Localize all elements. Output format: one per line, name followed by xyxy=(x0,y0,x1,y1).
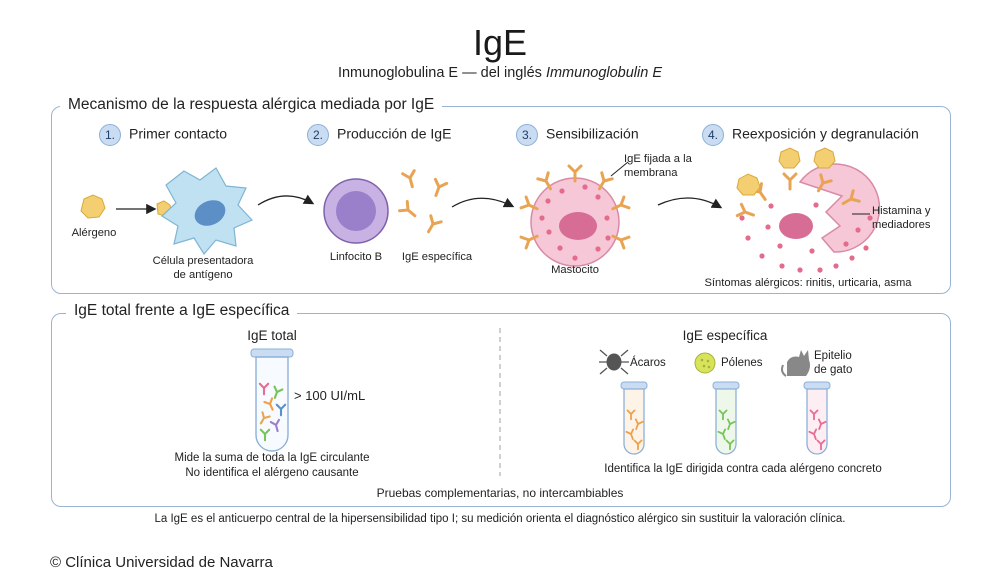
copyright: © Clínica Universidad de Navarra xyxy=(50,554,273,571)
cat-tube-icon xyxy=(803,381,831,455)
total-ige-heading: IgE total xyxy=(247,328,297,343)
membrane-ige-label: IgE fijada a la membrana xyxy=(624,153,692,179)
total-ige-desc-1: Mide la suma de toda la IgE circulante xyxy=(174,452,370,464)
specific-ige-label: IgE específica xyxy=(401,251,473,263)
specific-ige-cluster-icon xyxy=(398,169,449,237)
page-title: IgE xyxy=(472,22,528,63)
specific-ige-desc: Identifica la IgE dirigida contra cada a… xyxy=(604,463,882,475)
histamine-label: Histamina y mediadores xyxy=(872,205,931,231)
b-lymphocyte-nucleus-icon xyxy=(336,191,376,231)
mast-cell-granules xyxy=(539,184,611,261)
cat-icon xyxy=(781,350,810,377)
mite-icon xyxy=(599,349,629,375)
step-2: 2. Producción de IgE xyxy=(307,124,451,146)
degranulating-mast-cell-icon xyxy=(798,163,881,253)
allergen-icon xyxy=(80,194,106,219)
mast-cell-nucleus-icon xyxy=(559,212,597,240)
page-subtitle: Inmunoglobulina E — del inglés Immunoglo… xyxy=(0,65,1000,81)
step-4-label: Reexposición y degranulación xyxy=(732,125,919,142)
arrow-step2-to-step3 xyxy=(451,197,515,208)
subtitle-plain: Inmunoglobulina E — del inglés xyxy=(337,65,546,81)
step-1-label: Primer contacto xyxy=(129,125,228,142)
lymphocyte-label: Linfocito B xyxy=(329,251,383,263)
step-4: 4. Reexposición y degranulación xyxy=(702,124,919,146)
step-4-number: 4. xyxy=(702,124,724,146)
membrane-ige-pointer xyxy=(610,161,629,177)
subtitle-italic: Immunoglobulin E xyxy=(545,65,663,81)
comparison-footer: Pruebas complementarias, no intercambiab… xyxy=(376,486,624,500)
specific-ige-heading: IgE específica xyxy=(682,328,768,343)
arrow-step1-to-step2 xyxy=(257,194,315,206)
apc-label: Célula presentadora de antígeno xyxy=(152,255,254,281)
allergen-cat-label: Epitelio de gato xyxy=(814,350,853,376)
step-1-number: 1. xyxy=(99,124,121,146)
comparison-panel-title: IgE total frente a IgE específica xyxy=(66,302,298,320)
step-2-label: Producción de IgE xyxy=(337,125,452,142)
mite-tube-icon xyxy=(620,381,648,455)
total-ige-value: > 100 UI/mL xyxy=(294,388,366,403)
step-2-number: 2. xyxy=(307,124,329,146)
allergen-cluster-icon xyxy=(736,147,836,196)
total-ige-tube-icon xyxy=(250,348,294,452)
total-ige-desc-2: No identifica el alérgeno causante xyxy=(185,467,359,479)
comparison-panel xyxy=(51,313,951,507)
mast-cell-label: Mastocito xyxy=(551,264,599,276)
degranulating-nucleus-icon xyxy=(779,213,813,239)
released-granules xyxy=(739,202,873,273)
apc-nucleus-icon xyxy=(194,200,226,226)
symptoms-label: Síntomas alérgicos: rinitis, urticaria, … xyxy=(704,277,912,289)
footnote: La IgE es el anticuerpo central de la hi… xyxy=(154,513,846,525)
mechanism-panel-title: Mecanismo de la respuesta alérgica media… xyxy=(60,96,443,114)
allergen-mites-label: Ácaros xyxy=(630,357,666,369)
step-3-number: 3. xyxy=(516,124,538,146)
step-3-label: Sensibilización xyxy=(546,125,639,142)
arrow-step3-to-step4 xyxy=(657,197,723,209)
allergen-label: Alérgeno xyxy=(71,227,117,239)
step-1: 1. Primer contacto xyxy=(99,124,227,146)
pollen-tube-icon xyxy=(712,381,740,455)
pollen-icon xyxy=(694,352,716,374)
allergen-pollen-label: Pólenes xyxy=(721,357,763,369)
step-3: 3. Sensibilización xyxy=(516,124,639,146)
